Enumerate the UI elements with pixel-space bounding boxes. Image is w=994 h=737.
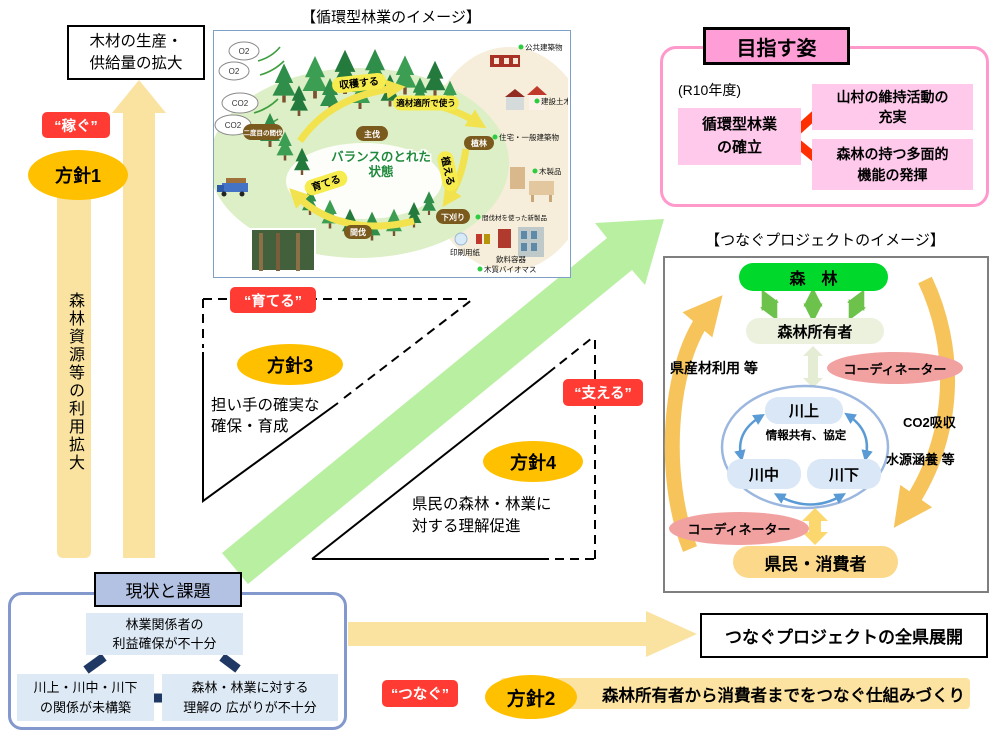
grow-tag: “育てる”: [230, 287, 316, 313]
expansion-box: つなぐプロジェクトの全県展開: [700, 613, 988, 658]
planting-label: 植林: [470, 138, 487, 148]
vision-outcome1-line2: 充実: [878, 109, 907, 125]
consumers-pill: 県民・消費者: [733, 546, 898, 578]
product-label: 木製品: [539, 166, 562, 176]
vision-outcome1-line1: 山村の維持活動の: [836, 88, 949, 105]
thinning-label: 間伐: [350, 227, 366, 237]
policy4-desc-line2: 対する理解促進: [412, 517, 521, 535]
policy4-ellipse: 方針4: [483, 441, 583, 482]
vision-outcome1-box: 山村の維持活動の 充実: [812, 84, 973, 130]
coordinator-bottom-ellipse: コーディネーター: [669, 512, 809, 545]
goal-line2: 供給量の拡大: [89, 54, 183, 72]
vision-header: 目指す姿: [703, 27, 850, 65]
issue2-line2: の関係が未構築: [39, 699, 131, 715]
issues-header: 現状と課題: [94, 572, 242, 607]
green-diagonal-arrow: [222, 219, 664, 584]
policy3-desc: 担い手の確実な 確保・育成: [211, 396, 371, 438]
work-capsules: 二度目の間伐 主伐 植林 下刈り 間伐: [243, 124, 494, 239]
policy3-ellipse: 方針3: [237, 344, 343, 385]
policy1-ellipse: 方針1: [28, 150, 128, 200]
product-label: 公共建築物: [525, 42, 563, 52]
issue3-line2: 理解の 広がりが不十分: [183, 699, 317, 715]
issue1-line1: 林業関係者の: [125, 616, 204, 632]
co2-label: CO2: [232, 99, 249, 108]
vision-outcome2-line2: 機能の発揮: [857, 166, 928, 183]
issue1-box: 林業関係者の 利益確保が不十分: [86, 613, 243, 655]
product-label: 建設土木: [541, 96, 568, 106]
local-timber-text: 県産材利用 等: [670, 360, 758, 376]
harvest-label: 収穫する: [338, 74, 379, 91]
product-doodles: [454, 55, 554, 257]
wood-supply-goal-box: 木材の生産・ 供給量の拡大: [67, 25, 205, 80]
log-truck: [217, 178, 248, 197]
product-label: 間伐材を使った新製品: [482, 213, 547, 222]
co2-label: CO2: [225, 121, 242, 130]
product-label: 木質バイオマス: [484, 264, 537, 274]
support-tag: “支える”: [563, 379, 643, 406]
connect-tag: “つなぐ”: [382, 680, 458, 707]
product-labels: 公共建築物 建設土木 住宅・一般建築物 木製品 間伐材を使った新製品 木質バイオ…: [450, 42, 568, 274]
expansion-arrow: [348, 611, 697, 657]
o2-label: O2: [229, 67, 240, 76]
balance-text: バランスのとれた 状態: [330, 149, 433, 181]
policy2-banner: 森林所有者から消費者までをつなぐ仕組みづくり: [500, 678, 970, 709]
vision-outcome2-box: 森林の持つ多面的 機能の発揮: [812, 139, 973, 190]
midstream-pill: 川中: [727, 459, 801, 489]
vision-outcome2-line1: 森林の持つ多面的: [836, 146, 949, 163]
owner-pill: 森林所有者: [746, 318, 884, 344]
project-title: 【つなぐプロジェクトのイメージ】: [705, 232, 945, 249]
coordinator-top-ellipse: コーディネーター: [827, 352, 963, 384]
policy4-desc: 県民の森林・林業に 対する理解促進: [412, 494, 592, 537]
downstream-pill: 川下: [807, 459, 881, 489]
issue3-box: 森林・林業に対する 理解の 広がりが不十分: [162, 674, 338, 721]
resource-use-bar: [57, 160, 91, 558]
policy3-desc-line2: 確保・育成: [211, 417, 289, 435]
share-text: 情報共有、協定: [765, 430, 847, 442]
vision-core-line2: の確立: [716, 138, 762, 156]
issue2-line1: 川上・川中・川下: [33, 680, 138, 695]
policy2-ellipse: 方針2: [485, 675, 577, 719]
vision-year: (R10年度): [678, 82, 742, 98]
water-text: 水源涵養 等: [886, 452, 955, 467]
vision-core-box: 循環型林業 の確立: [678, 108, 801, 165]
vertical-caption: 森林資源等の利用拡大: [66, 292, 83, 472]
paper-label: 印刷用紙: [450, 247, 480, 257]
gas-clouds: [214, 41, 260, 136]
second-thinning-label: 二度目の間伐: [244, 128, 284, 137]
forest-photo: [250, 228, 316, 272]
right-use-label: 適材適所で使う: [396, 98, 456, 108]
product-label: 住宅・一般建築物: [499, 132, 559, 142]
weeding-label: 下刈り: [441, 212, 465, 222]
final-cutting-label: 主伐: [364, 129, 380, 139]
earn-label: “稼ぐ”: [42, 112, 110, 138]
cycle-image-title: 【循環型林業のイメージ】: [301, 9, 481, 26]
upstream-pill: 川上: [765, 397, 843, 424]
vision-core-line1: 循環型林業: [701, 116, 777, 133]
policy3-desc-line1: 担い手の確実な: [211, 397, 320, 414]
policy4-desc-line1: 県民の森林・林業に: [412, 496, 552, 513]
balance-line2: 状態: [368, 164, 394, 179]
cycle-illustration: O2 O2 CO2 CO2: [213, 30, 571, 278]
cycle-ribbon-labels: 収穫する 適材適所で使う 植える 育てる: [304, 73, 459, 196]
up-arrow: [112, 80, 166, 558]
issue1-line2: 利益確保が不十分: [112, 636, 217, 651]
containers-label: 飲料容器: [496, 254, 526, 264]
issue2-box: 川上・川中・川下 の関係が未構築: [17, 674, 154, 721]
issue3-line1: 森林・林業に対する: [191, 680, 309, 695]
cycle-illustration-svg: O2 O2 CO2 CO2: [214, 41, 568, 274]
policy4-triangle: [311, 335, 596, 560]
balance-line1: バランスのとれた: [331, 150, 431, 164]
o2-label: O2: [239, 47, 250, 56]
goal-line1: 木材の生産・: [89, 32, 183, 50]
forest-pill: 森 林: [739, 263, 888, 291]
co2-text: CO2吸収: [903, 415, 956, 430]
